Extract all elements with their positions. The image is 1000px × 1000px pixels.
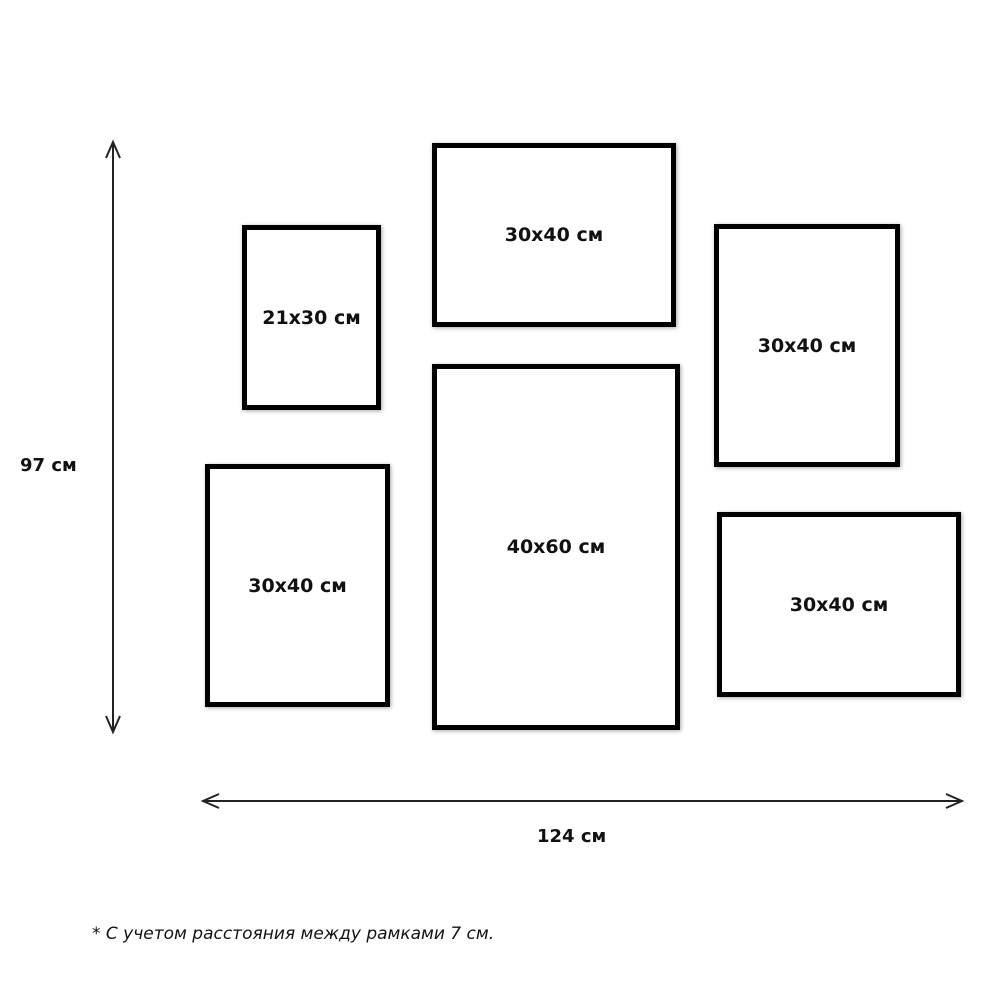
width-arrow: [200, 793, 965, 809]
footnote: * С учетом расстояния между рамками 7 см…: [92, 924, 495, 944]
frame-bottom-left: 30x40 см: [205, 464, 390, 707]
frame-top-center: 30x40 см: [432, 143, 676, 327]
frame-center-large: 40x60 см: [432, 364, 680, 730]
frame-size-label: 21x30 см: [262, 306, 361, 329]
frame-size-label: 30x40 см: [248, 574, 347, 597]
height-dimension-label: 97 см: [20, 455, 77, 476]
frame-size-label: 40x60 см: [506, 536, 606, 558]
frame-size-label: 30x40 см: [757, 334, 857, 357]
height-arrow: [105, 139, 121, 735]
frame-bottom-right: 30x40 см: [717, 512, 961, 697]
width-dimension-label: 124 см: [537, 826, 607, 847]
frame-size-label: 30x40 см: [504, 224, 604, 246]
frame-top-right: 30x40 см: [714, 224, 900, 467]
frame-top-left: 21x30 см: [242, 225, 381, 410]
frame-size-label: 30x40 см: [789, 593, 889, 616]
